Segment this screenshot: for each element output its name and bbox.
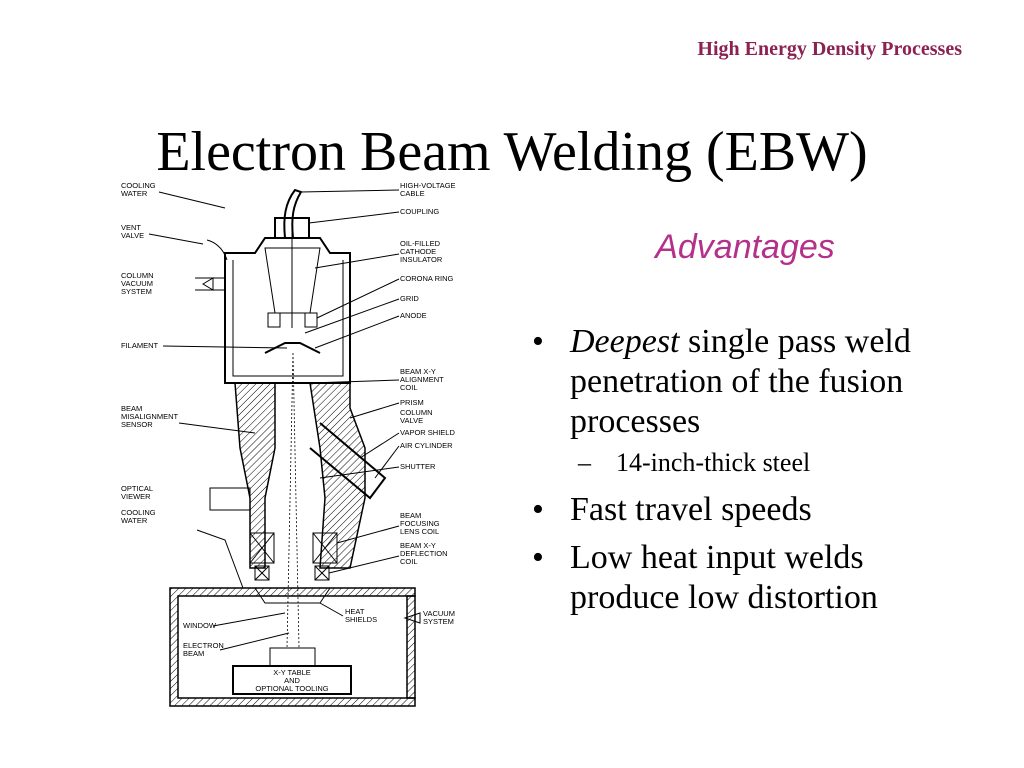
label-vapor-shield: VAPOR SHIELD [400,428,455,437]
focus-coil-right [312,532,338,564]
hv-cable-shape [283,188,303,239]
label-column-vacuum: COLUMN [121,271,154,280]
label-grid: GRID [400,294,419,303]
advantages-heading: Advantages [655,228,835,266]
xy-table-shape [232,665,352,695]
label-heat-shields-2: SHIELDS [345,615,377,624]
label-hv-cable: HIGH-VOLTAGE [400,181,456,190]
label-column-valve-2: VALVE [400,416,423,425]
electron-beam-shape [286,352,300,649]
bullet-emphasis: Deepest [570,323,680,360]
label-corona-ring: CORONA RING [400,274,454,283]
label-vacuum-system: VACUUM [423,609,455,618]
sub-bullet-thickness: 14-inch-thick steel [532,447,972,478]
advantages-list: Deepest single pass weld penetration of … [532,322,972,626]
corona-ring-left [267,312,281,328]
table-label-line2: AND [284,676,300,685]
label-column-vacuum-3: SYSTEM [121,287,152,296]
vacuum-arrow [202,277,214,291]
vacuum-out-arrow [403,612,421,624]
label-vent-valve: VENT [121,223,141,232]
label-cooling-water-2: WATER [121,189,148,198]
label-beam-xy-alignment: BEAM X-Y [400,367,436,376]
ebw-gun-diagram: X-Y TABLE AND OPTIONAL TOOLING COOLING W… [121,181,456,707]
slide-title: Electron Beam Welding (EBW) [156,121,868,183]
label-optical-viewer-2: VIEWER [121,492,151,501]
label-air-cylinder: AIR CYLINDER [400,441,453,450]
focus-coil-left [249,532,275,564]
label-heat-shields: HEAT [345,607,365,616]
cooling-tube [196,529,244,589]
label-electron-beam-2: BEAM [183,649,204,658]
label-beam-misalignment-2: MISALIGNMENT [121,412,179,421]
label-oil-filled: OIL-FILLED [400,239,441,248]
label-prism: PRISM [400,398,424,407]
bullet-travel-speed: Fast travel speeds [532,490,972,530]
label-cooling-water-lower: COOLING [121,508,156,517]
label-beam-xy-alignment-3: COIL [400,383,418,392]
bullet-deepest-penetration: Deepest single pass weld penetration of … [532,322,972,441]
vent-pipe [206,239,228,261]
label-column-valve: COLUMN [400,408,433,417]
workpiece-shape [269,647,316,667]
label-beam-misalignment-3: SENSOR [121,420,153,429]
label-coupling: COUPLING [400,207,439,216]
label-vacuum-system-2: SYSTEM [423,617,454,626]
corona-ring-right [304,312,318,328]
column-valve-shape [309,422,387,500]
table-label-line1: X-Y TABLE [273,668,311,677]
label-optical-viewer: OPTICAL [121,484,153,493]
vacuum-chamber-right [406,595,416,699]
table-label-line3: OPTIONAL TOOLING [255,684,328,693]
vacuum-chamber-walls [169,587,416,707]
label-cooling-water: COOLING [121,181,156,190]
label-filament: FILAMENT [121,341,159,350]
bullet-low-heat-input: Low heat input welds produce low distort… [532,538,972,618]
label-electron-beam: ELECTRON [183,641,224,650]
label-anode: ANODE [400,311,427,320]
label-beam-focusing-2: FOCUSING [400,519,440,528]
heat-shields-shape [254,587,331,604]
vacuum-port [195,277,226,291]
slide-header: High Energy Density Processes [697,38,962,60]
bullet-text: single pass weld penetration of the fusi… [570,323,911,440]
label-window: WINDOW [183,621,217,630]
label-shutter: SHUTTER [400,462,436,471]
label-hv-cable-2: CABLE [400,189,425,198]
upper-chamber-shape [224,237,351,384]
label-oil-filled-3: INSULATOR [400,255,443,264]
label-beam-deflection-2: DEFLECTION [400,549,448,558]
label-cooling-water-lower-2: WATER [121,516,148,525]
label-beam-focusing-3: LENS COIL [400,527,439,536]
column-left-wall [234,382,276,569]
label-beam-xy-alignment-2: ALIGNMENT [400,375,444,384]
label-beam-deflection: BEAM X-Y [400,541,436,550]
label-beam-misalignment: BEAM [121,404,142,413]
label-oil-filled-2: CATHODE [400,247,436,256]
label-vent-valve-2: VALVE [121,231,144,240]
label-beam-deflection-3: COIL [400,557,418,566]
upper-chamber-inner [232,260,344,377]
deflect-coil-left [254,565,270,581]
optical-viewer-shape [209,487,251,511]
label-beam-focusing: BEAM [400,511,421,520]
label-column-vacuum-2: VACUUM [121,279,153,288]
